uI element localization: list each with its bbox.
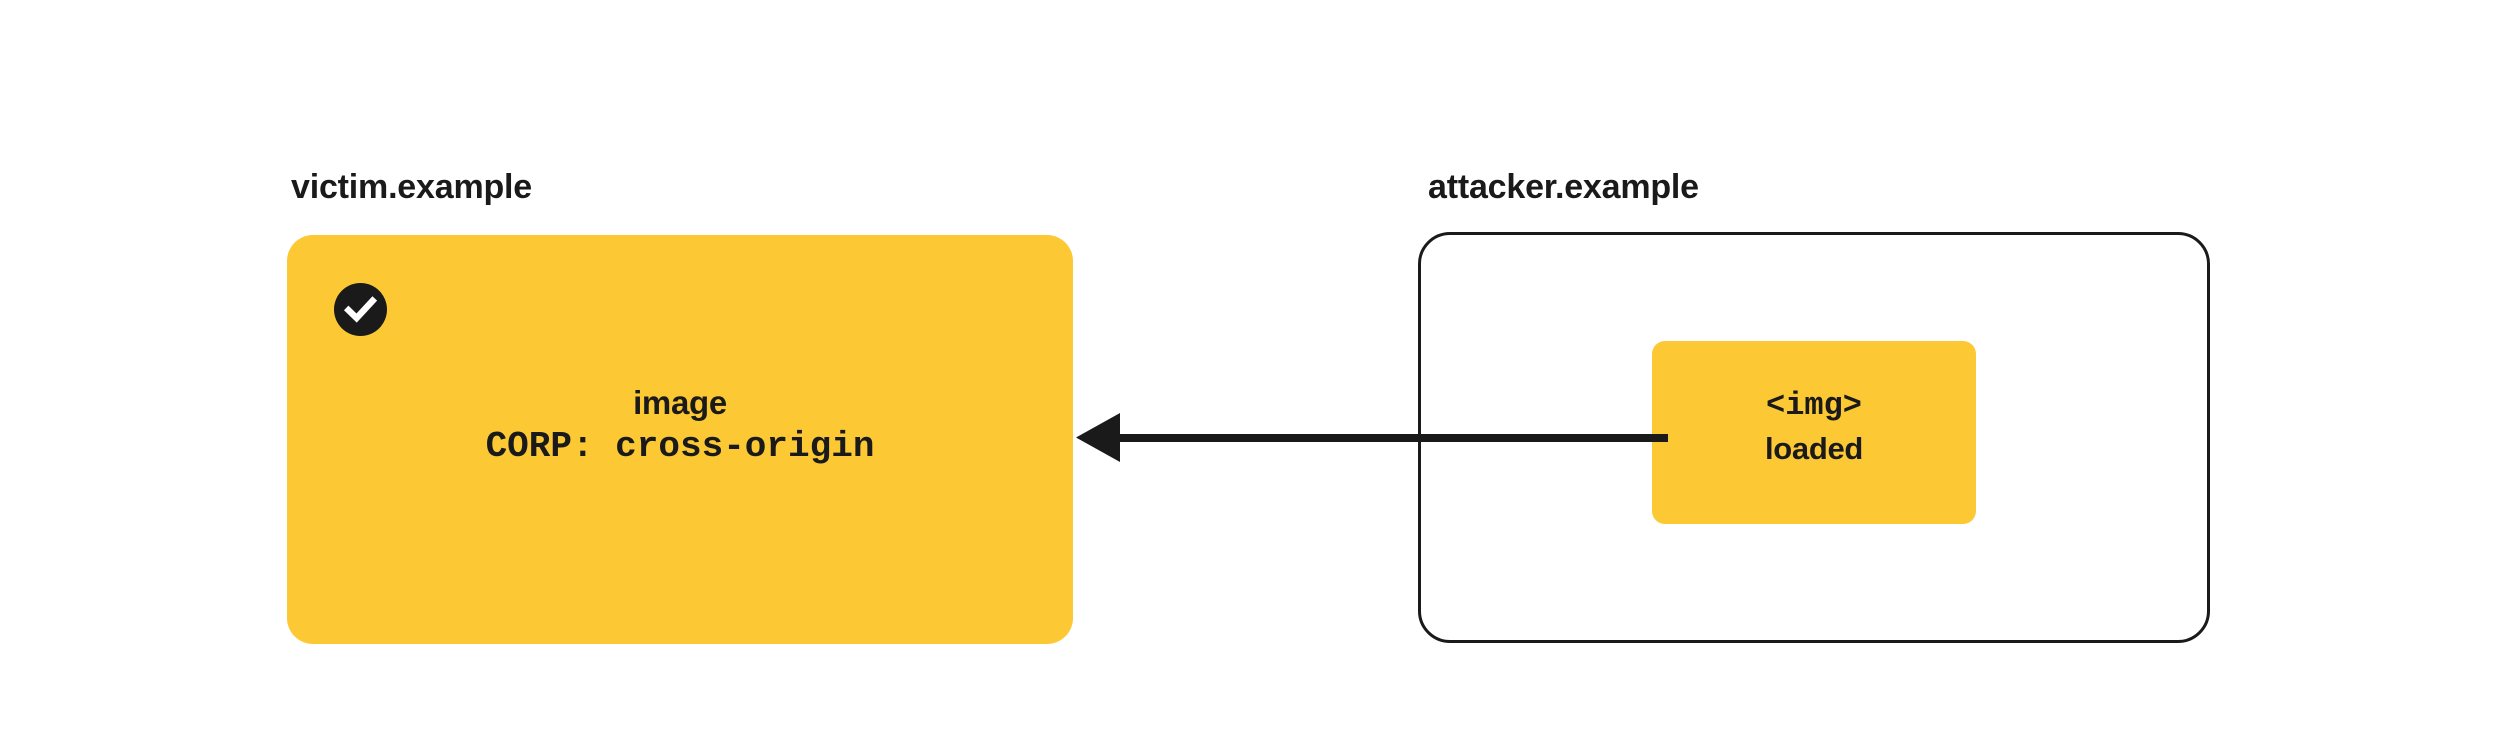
victim-origin-panel [287,235,1073,644]
attacker-img-element-text: <img> loaded [1652,384,1976,470]
img-state-label: loaded [1764,431,1864,466]
victim-origin-label: victim.example [291,168,532,206]
attacker-img-element-chip: <img> loaded [1652,341,1976,524]
attacker-origin-label: attacker.example [1428,168,1699,206]
img-tag-label: <img> [1765,387,1862,424]
check-circle-icon [334,283,387,336]
image-request-arrow [1060,400,1670,476]
